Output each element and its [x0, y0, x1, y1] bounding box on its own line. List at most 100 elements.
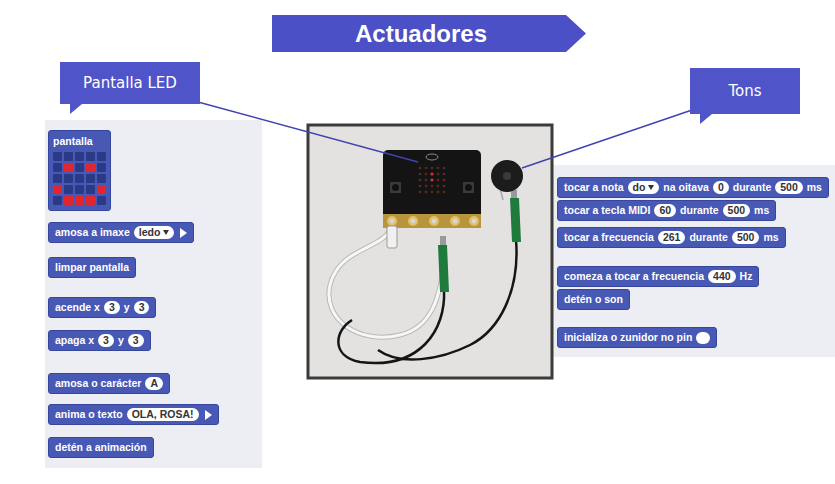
- code-block: apaga x 3y3: [48, 330, 151, 351]
- field-value: 3: [133, 334, 139, 347]
- block-label-wrap: tocar a nota: [564, 181, 624, 194]
- dropdown-arrow: [163, 230, 169, 235]
- led-cell: [64, 163, 73, 172]
- field-value: 500: [737, 231, 755, 244]
- block-label-wrap: acende x: [55, 301, 100, 314]
- block-label-wrap: Hz: [740, 270, 753, 283]
- field-value: 500: [780, 181, 798, 194]
- led-cell: [86, 185, 95, 194]
- led-matrix: [417, 165, 447, 195]
- code-block: comeza a tocar a frecuencia440Hz: [557, 266, 759, 287]
- value-field: 3: [98, 334, 114, 347]
- led-cell: [75, 174, 84, 183]
- block-label: apaga x: [55, 334, 94, 346]
- led-cell: [75, 185, 84, 194]
- led-cell: [75, 152, 84, 161]
- field-value: 0: [718, 181, 724, 194]
- code-block: tocar a frecuencia261durante500ms: [557, 227, 786, 248]
- slide-title: Actuadores: [272, 15, 570, 52]
- clip-tip: [511, 190, 517, 199]
- led-lit: [430, 172, 433, 175]
- block-label: durante: [689, 231, 728, 243]
- block-label-wrap: detén a animación: [55, 441, 147, 454]
- green-clip: [510, 198, 521, 242]
- block-label: ms: [807, 181, 822, 193]
- pin-pad: [408, 216, 418, 226]
- pin-pad: [387, 216, 397, 226]
- block-label-wrap: inicializa o zunidor no pin: [564, 331, 692, 344]
- field-value: 500: [728, 204, 746, 217]
- block-label: tocar a frecuencia: [564, 231, 654, 243]
- code-block: amosa o carácter A: [48, 373, 170, 394]
- title-banner: [272, 15, 586, 52]
- led-cell: [64, 196, 73, 205]
- block-label-wrap: na oitava: [663, 181, 709, 194]
- led-cell: [86, 152, 95, 161]
- value-field: 500: [775, 181, 803, 194]
- callout-text: Pantalla LED: [83, 74, 177, 92]
- led-cell: [75, 196, 84, 205]
- block-label: tocar a nota: [564, 181, 624, 193]
- block-label: detén o son: [564, 293, 623, 305]
- button-a: [390, 182, 401, 193]
- led-cell: [64, 185, 73, 194]
- pin-pad: [429, 216, 439, 226]
- block-label: durante: [680, 204, 719, 216]
- play-icon: [180, 228, 187, 238]
- value-field: 0: [713, 181, 729, 194]
- leader-line: [522, 110, 692, 168]
- right-panel: [552, 165, 835, 357]
- led-cell: [97, 152, 106, 161]
- block-label: tocar a tecla MIDI: [564, 204, 650, 216]
- led-grid: [53, 152, 106, 205]
- code-block: detén o son: [557, 289, 630, 310]
- block-label: amosa o carácter: [55, 377, 141, 389]
- block-label: durante: [733, 181, 772, 193]
- block-label-wrap: tocar a frecuencia: [564, 231, 654, 244]
- block-label-wrap: anima o texto: [55, 408, 123, 421]
- pin-hole: [472, 219, 477, 224]
- callout-text: Tons: [728, 82, 761, 100]
- value-field: 500: [732, 231, 760, 244]
- value-field: ledo: [134, 226, 175, 239]
- block-label: acende x: [55, 301, 100, 313]
- buzzer-hole: [503, 172, 511, 180]
- block-label: anima o texto: [55, 408, 123, 420]
- value-field: A: [145, 377, 163, 390]
- field-value: 3: [103, 334, 109, 347]
- wire-shadow: [329, 224, 444, 337]
- white-wire: [329, 224, 444, 337]
- dropdown-arrow: [648, 185, 654, 190]
- callout-tail: [70, 104, 82, 114]
- value-field: 3: [128, 334, 144, 347]
- field-value: 60: [659, 204, 671, 217]
- led-lit: [430, 178, 433, 181]
- block-label-wrap: comeza a tocar a frecuencia: [564, 270, 704, 283]
- block-label-wrap: apaga x: [55, 334, 94, 347]
- block-label-wrap: detén o son: [564, 293, 623, 306]
- block-label: inicializa o zunidor no pin: [564, 331, 692, 343]
- callout-tail: [700, 114, 712, 124]
- code-block: amosa a imaxeledo: [48, 222, 194, 243]
- field-value: OLA, ROSA!: [132, 408, 194, 421]
- led-cell: [53, 163, 62, 172]
- microbit-board: [383, 150, 481, 228]
- code-block: tocar a tecla MIDI60durante500ms: [557, 200, 776, 221]
- block-label-wrap: tocar a tecla MIDI: [564, 204, 650, 217]
- field-value: 261: [663, 231, 681, 244]
- block-label-wrap: pantalla: [53, 135, 93, 148]
- block-label: y: [118, 334, 124, 346]
- led-cell: [53, 174, 62, 183]
- pin-hole: [390, 219, 395, 224]
- led-cell: [86, 196, 95, 205]
- field-value: 3: [109, 301, 115, 314]
- black-wire: [378, 240, 517, 359]
- code-block: pantalla: [48, 130, 111, 211]
- block-row: pantalla: [53, 135, 93, 148]
- white-clip: [387, 226, 397, 248]
- empty-field: [696, 332, 710, 344]
- led-cell: [97, 185, 106, 194]
- led-cell: [97, 163, 106, 172]
- block-label: limpar pantalla: [55, 261, 129, 273]
